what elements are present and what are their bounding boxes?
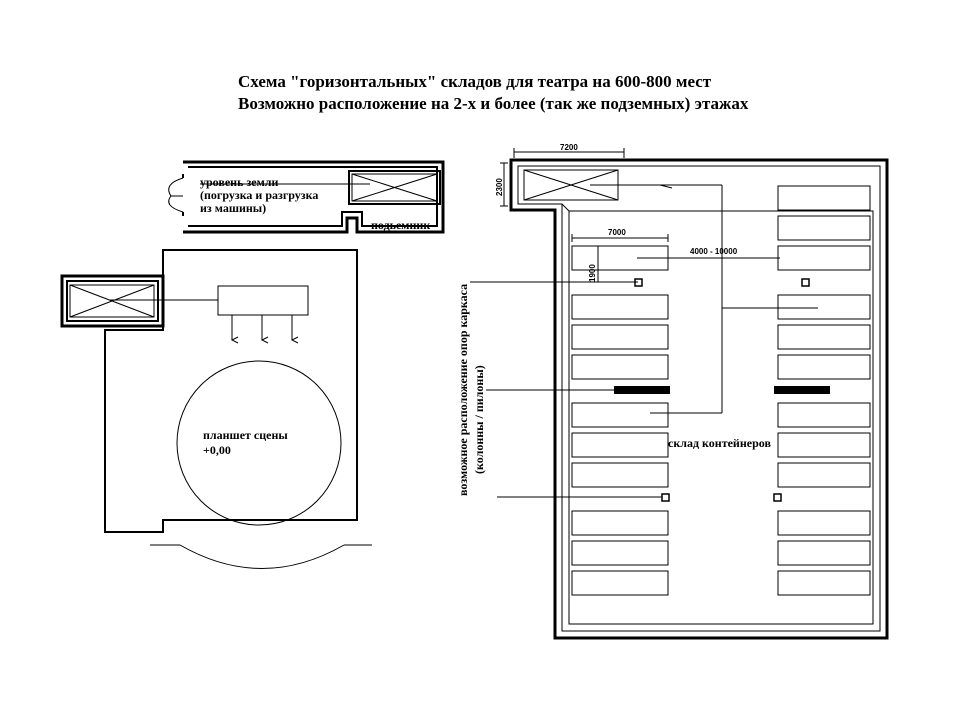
stage-lift-cross-icon (60, 274, 165, 328)
container-right (777, 510, 871, 536)
svg-text:1900: 1900 (588, 264, 597, 282)
svg-text:4000 - 10000: 4000 - 10000 (690, 247, 738, 256)
dimension-aisle: 4000 - 10000 (668, 247, 780, 259)
svg-text:2300: 2300 (495, 178, 504, 196)
container-left (571, 354, 669, 380)
ground-level-label: уровень земли (погрузка и разгрузка из м… (200, 175, 321, 215)
distribution-box (217, 285, 309, 316)
container-left (571, 324, 669, 350)
dimension-7000: 7000 (571, 228, 669, 242)
stage-label: планшет сцены +0,00 (203, 428, 291, 457)
arrow-down-icon (232, 315, 292, 340)
container-right (777, 540, 871, 566)
container-left (571, 402, 669, 428)
storage-label: склад контейнеров (668, 436, 771, 450)
container-right (777, 245, 871, 271)
svg-text:7000: 7000 (608, 228, 626, 237)
container-left (571, 462, 669, 488)
auditorium-edge (150, 544, 372, 569)
door-icon (168, 174, 184, 216)
diagram-title-line-2: Возможно расположение на 2-х и более (та… (238, 94, 749, 113)
container-right (777, 324, 871, 350)
container-right (777, 432, 871, 458)
lift-cross-icon (348, 170, 441, 205)
container-left (571, 540, 669, 566)
container-racks (571, 185, 871, 596)
container-right (777, 215, 871, 241)
container-right (777, 354, 871, 380)
container-right (777, 462, 871, 488)
stage-platform-circle (176, 360, 342, 526)
container-right (777, 185, 871, 211)
dimension-1900: 1900 (588, 246, 599, 282)
container-left (571, 432, 669, 458)
container-right (777, 570, 871, 596)
container-routing (637, 185, 818, 414)
column-leader-lines (470, 281, 662, 498)
columns-label: возможное расположение опор каркаса (кол… (456, 281, 486, 496)
diagram-title-line-1: Схема "горизонтальных" складов для театр… (238, 72, 712, 91)
container-right (777, 402, 871, 428)
container-right (777, 294, 871, 320)
svg-text:7200: 7200 (560, 143, 578, 152)
container-left (571, 570, 669, 596)
pylon-bars (614, 386, 830, 394)
dimension-7200: 7200 (513, 143, 625, 158)
column-square-icon (634, 278, 810, 502)
dimension-2300: 2300 (495, 162, 508, 207)
lift-label: подьемник (371, 218, 430, 232)
warehouse-walls (509, 158, 889, 640)
container-left (571, 510, 669, 536)
container-left (571, 294, 669, 320)
